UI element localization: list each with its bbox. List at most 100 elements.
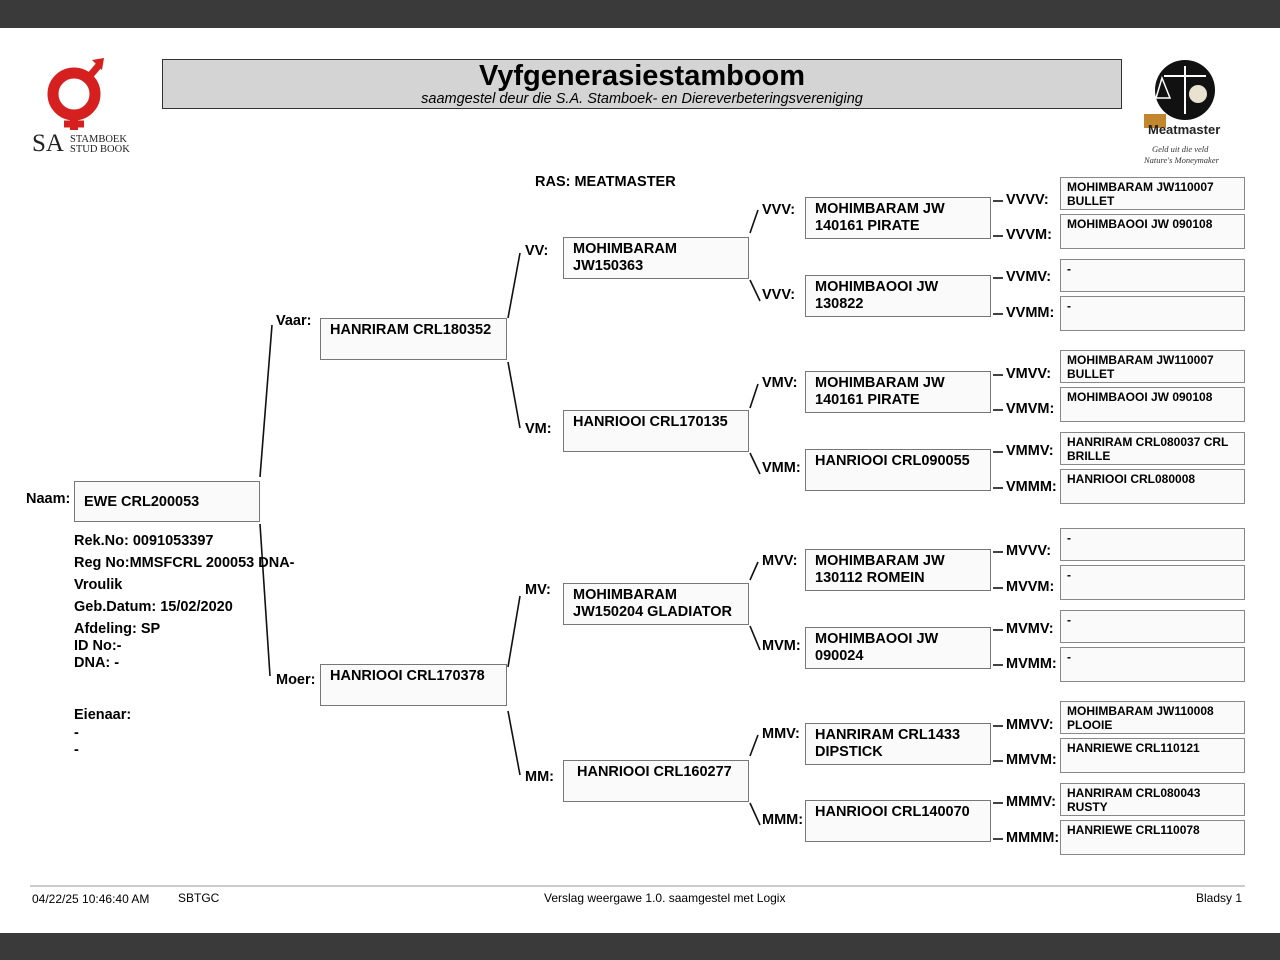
- vvv-name: MOHIMBARAM JW 140161 PIRATE: [815, 201, 945, 234]
- vvmv-label: VVMV:: [1006, 269, 1052, 285]
- mmm-box: HANRIOOI CRL140070: [805, 800, 991, 842]
- mmmm-name: HANRIEWE CRL110078: [1067, 823, 1200, 837]
- meatmaster-tagline-2: Nature's Moneymaker: [1144, 155, 1219, 165]
- vmv-name: MOHIMBARAM JW 140161 PIRATE: [815, 375, 945, 408]
- mmmv-label: MMMV:: [1006, 794, 1056, 810]
- id-no: ID No:-: [74, 638, 122, 654]
- mmvm-name: HANRIEWE CRL110121: [1067, 741, 1200, 755]
- vaar-label: Vaar:: [276, 313, 312, 329]
- mvv-label: MVV:: [762, 553, 798, 569]
- vv-name: MOHIMBARAM JW150363: [573, 241, 677, 274]
- vvvv-name: MOHIMBARAM JW110007 BULLET: [1067, 180, 1214, 208]
- mvvv-box: -: [1060, 528, 1245, 561]
- vv-box: MOHIMBARAM JW150363: [563, 237, 749, 279]
- mvmv-box: -: [1060, 610, 1245, 643]
- vvv-label: VVV:: [762, 202, 796, 218]
- vmvm-name: MOHIMBAOOI JW 090108: [1067, 390, 1213, 404]
- mmmv-name: HANRIRAM CRL080043 RUSTY: [1067, 786, 1201, 814]
- mmvv-box: MOHIMBARAM JW110008 PLOOIE: [1060, 701, 1245, 734]
- mvvm-box: -: [1060, 565, 1245, 600]
- document-title-box: Vyfgenerasiestamboom saamgestel deur die…: [162, 59, 1122, 109]
- vmvv-label: VMVV:: [1006, 366, 1052, 382]
- mvv-name: MOHIMBARAM JW 130112 ROMEIN: [815, 553, 945, 586]
- mmv-box: HANRIRAM CRL1433 DIPSTICK: [805, 723, 991, 765]
- mmm-name: HANRIOOI CRL140070: [815, 804, 970, 820]
- document-title: Vyfgenerasiestamboom: [478, 60, 806, 92]
- vmvv-box: MOHIMBARAM JW110007 BULLET: [1060, 350, 1245, 383]
- reg-no: Reg No:MMSFCRL 200053 DNA-: [74, 555, 295, 571]
- vmvm-box: MOHIMBAOOI JW 090108: [1060, 387, 1245, 422]
- mvvm-name: -: [1067, 568, 1071, 582]
- vmm-name: HANRIOOI CRL090055: [815, 453, 970, 469]
- mmvv-label: MMVV:: [1006, 717, 1054, 733]
- subject-animal-name: EWE CRL200053: [84, 494, 200, 510]
- owner-line-2: -: [74, 742, 79, 758]
- vvvm-name: MOHIMBAOOI JW 090108: [1067, 217, 1213, 231]
- mmvm-box: HANRIEWE CRL110121: [1060, 738, 1245, 773]
- mvm-box: MOHIMBAOOI JW 090024: [805, 627, 991, 669]
- vvmv-box: -: [1060, 259, 1245, 292]
- vmv-box: MOHIMBARAM JW 140161 PIRATE: [805, 371, 991, 413]
- moer-label: Moer:: [276, 672, 316, 688]
- footer-report: Verslag weergawe 1.0. saamgestel met Log…: [544, 891, 786, 905]
- vmmm-label: VMMM:: [1006, 479, 1057, 495]
- afdeling: Afdeling: SP: [74, 621, 161, 637]
- vvv-box: MOHIMBARAM JW 140161 PIRATE: [805, 197, 991, 239]
- vmv-label: VMV:: [762, 375, 798, 391]
- mvmv-name: -: [1067, 613, 1071, 627]
- meatmaster-scale-icon: [1144, 60, 1215, 128]
- meatmaster-brand-text: Meatmaster: [1148, 122, 1221, 137]
- vmm-label: VMM:: [762, 460, 801, 476]
- mmmm-box: HANRIEWE CRL110078: [1060, 820, 1245, 855]
- mvvv-name: -: [1067, 531, 1071, 545]
- breed-label: RAS: MEATMASTER: [535, 174, 676, 190]
- logo-sa-text: SA: [32, 130, 64, 157]
- mvm-label: MVM:: [762, 638, 801, 654]
- vvvv-label: VVVV:: [1006, 192, 1049, 208]
- mmmm-label: MMMM:: [1006, 830, 1060, 846]
- mvmm-label: MVMM:: [1006, 656, 1057, 672]
- footer-code: SBTGC: [178, 891, 220, 905]
- mvv-box: MOHIMBARAM JW 130112 ROMEIN: [805, 549, 991, 591]
- vmvm-label: VMVM:: [1006, 401, 1055, 417]
- mv-name: MOHIMBARAM JW150204 GLADIATOR: [573, 587, 733, 620]
- vvm-name: MOHIMBAOOI JW 130822: [815, 279, 939, 312]
- vmmv-name: HANRIRAM CRL080037 CRL BRILLE: [1067, 435, 1229, 463]
- mmmv-box: HANRIRAM CRL080043 RUSTY: [1060, 783, 1245, 816]
- dam-box: HANRIOOI CRL170378: [320, 664, 507, 706]
- vmmm-name: HANRIOOI CRL080008: [1067, 472, 1196, 486]
- sire-name: HANRIRAM CRL180352: [330, 322, 492, 338]
- vmmv-label: VMMV:: [1006, 443, 1054, 459]
- logo-stamboek-text: STAMBOEK: [70, 134, 127, 145]
- meatmaster-logo: Meatmaster Geld uit die veld Nature's Mo…: [1140, 58, 1222, 168]
- mvvm-label: MVVM:: [1006, 579, 1055, 595]
- vvvm-label: VVVM:: [1006, 227, 1052, 243]
- vvvv-box: MOHIMBARAM JW110007 BULLET: [1060, 177, 1245, 210]
- sa-stamboek-logo: SA STAMBOEK STUD BOOK: [32, 56, 132, 157]
- mmv-name: HANRIRAM CRL1433 DIPSTICK: [815, 727, 961, 760]
- mmvv-name: MOHIMBARAM JW110008 PLOOIE: [1067, 704, 1214, 732]
- document-subtitle: saamgestel deur die S.A. Stamboek- en Di…: [421, 91, 863, 107]
- vmm-box: HANRIOOI CRL090055: [805, 449, 991, 491]
- vmmm-box: HANRIOOI CRL080008: [1060, 469, 1245, 504]
- footer-page-number: Bladsy 1: [1196, 891, 1243, 905]
- mvmm-name: -: [1067, 650, 1071, 664]
- vvmm-label: VVMM:: [1006, 305, 1055, 321]
- meatmaster-tagline-1: Geld uit die veld: [1152, 144, 1209, 154]
- vvvm-box: MOHIMBAOOI JW 090108: [1060, 214, 1245, 249]
- vmvv-name: MOHIMBARAM JW110007 BULLET: [1067, 353, 1214, 381]
- mmvm-label: MMVM:: [1006, 752, 1057, 768]
- vm-label: VM:: [525, 421, 552, 437]
- mm-name: HANRIOOI CRL160277: [577, 764, 732, 780]
- mm-box: HANRIOOI CRL160277: [563, 760, 749, 802]
- sa-stamboek-logo-icon: [47, 58, 104, 130]
- subject-animal-box: EWE CRL200053: [74, 481, 260, 522]
- vvm-label: VVV:: [762, 287, 796, 303]
- mv-label: MV:: [525, 582, 551, 598]
- viewer-bottom-bar: [0, 933, 1280, 960]
- mvm-name: MOHIMBAOOI JW 090024: [815, 631, 939, 664]
- mvvv-label: MVVV:: [1006, 543, 1052, 559]
- footer-datetime: 04/22/25 10:46:40 AM: [32, 892, 150, 906]
- vmmv-box: HANRIRAM CRL080037 CRL BRILLE: [1060, 432, 1245, 465]
